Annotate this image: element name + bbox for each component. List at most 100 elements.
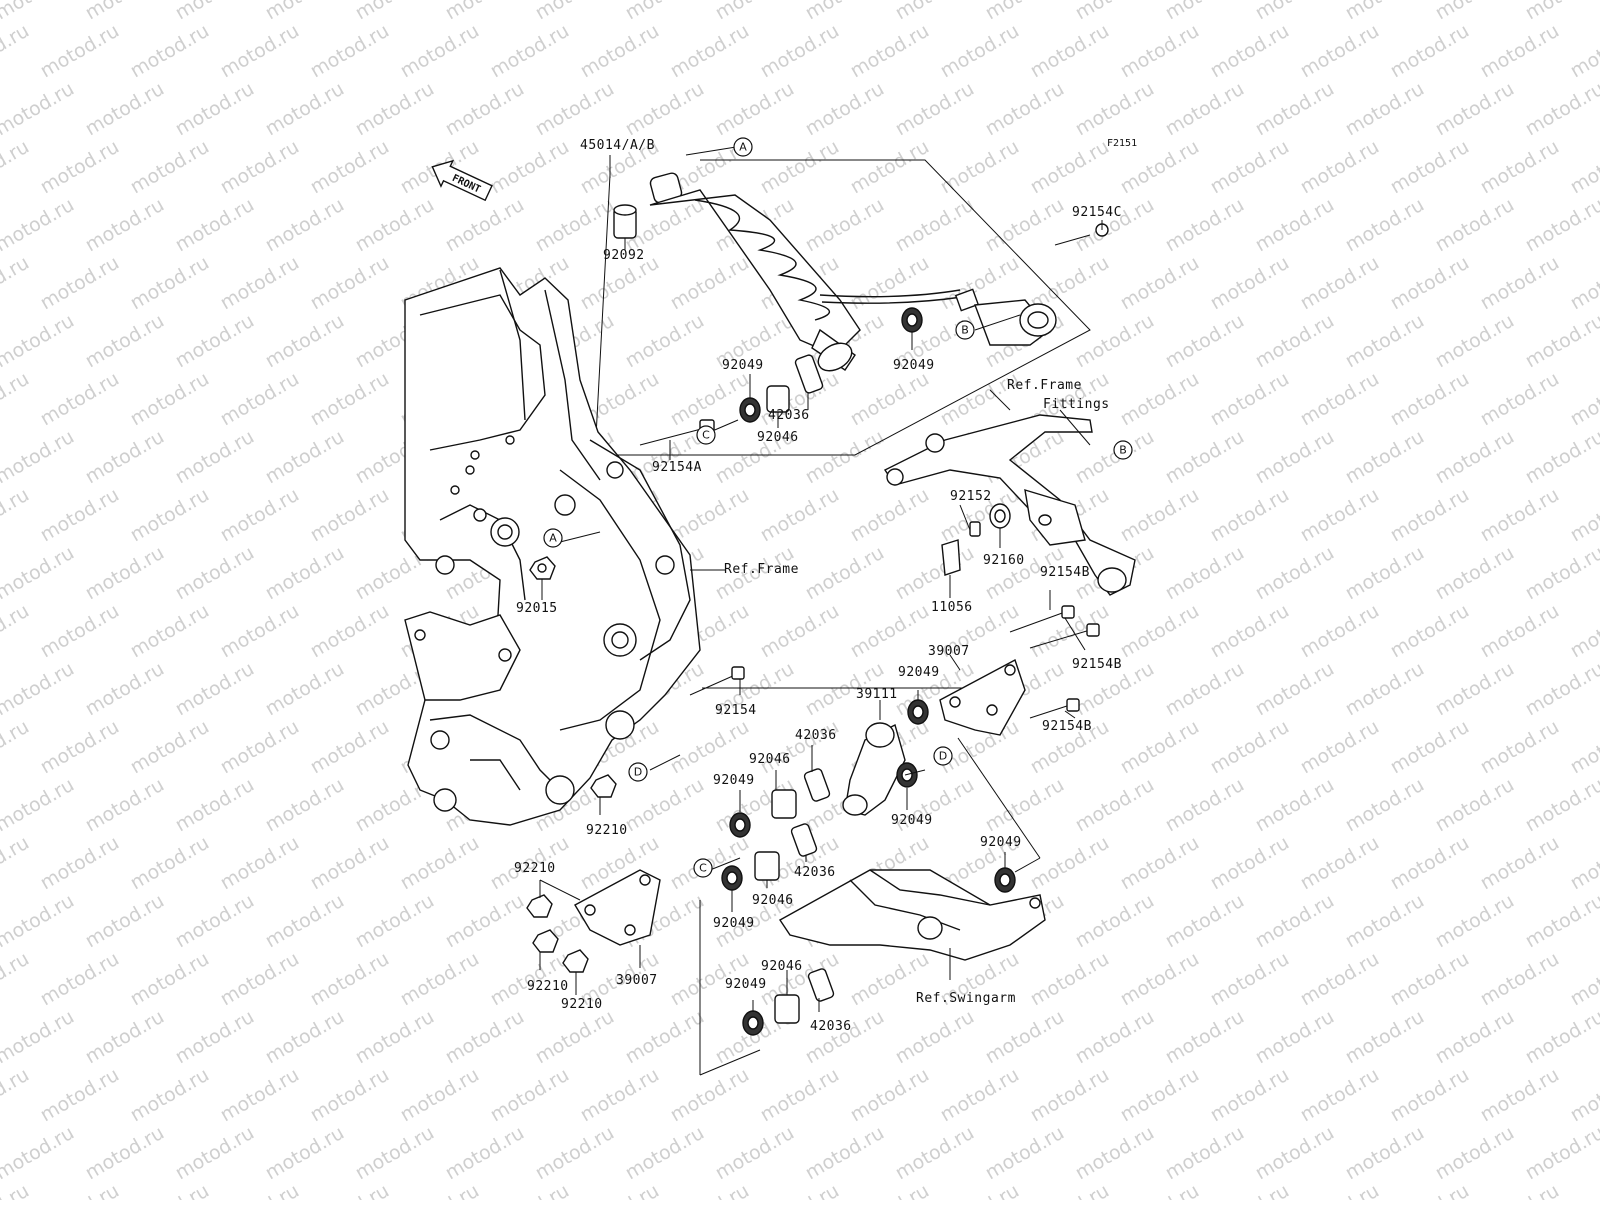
label-92049-bottom: 92049 xyxy=(725,977,767,992)
watermark-text: motod.ru xyxy=(1117,948,1203,1011)
watermark-text: motod.ru xyxy=(667,252,753,315)
watermark-text: motod.ru xyxy=(577,1180,663,1200)
watermark-text: motod.ru xyxy=(487,20,573,83)
watermark-text: motod.ru xyxy=(0,832,33,895)
label-92049-upper-arm: 92049 xyxy=(898,665,940,680)
watermark-text: motod.ru xyxy=(352,78,438,141)
label-92049-shock-right: 92049 xyxy=(893,358,935,373)
watermark-text: motod.ru xyxy=(1477,368,1563,431)
watermark-text: motod.ru xyxy=(0,1006,78,1069)
watermark-text: motod.ru xyxy=(82,310,168,373)
ref-frame: Ref.Frame xyxy=(724,562,799,577)
watermark-text: motod.ru xyxy=(1207,600,1293,663)
watermark-text: motod.ru xyxy=(217,136,303,199)
watermark-text: motod.ru xyxy=(262,658,348,721)
watermark-text: motod.ru xyxy=(37,136,123,199)
watermark-text: motod.ru xyxy=(0,194,78,257)
watermark-text: motod.ru xyxy=(1117,716,1203,779)
svg-text:C: C xyxy=(702,429,710,442)
watermark-text: motod.ru xyxy=(892,542,978,605)
watermark-text: motod.ru xyxy=(1477,252,1563,315)
watermark-text: motod.ru xyxy=(802,0,888,24)
watermark-text: motod.ru xyxy=(307,600,393,663)
watermark-text: motod.ru xyxy=(712,78,798,141)
label-42036-bottom: 42036 xyxy=(810,1019,852,1034)
watermark-text: motod.ru xyxy=(487,1180,573,1200)
watermark-text: motod.ru xyxy=(1252,0,1338,24)
watermark-text: motod.ru xyxy=(172,658,258,721)
watermark-text: motod.ru xyxy=(937,1180,1023,1200)
watermark-text: motod.ru xyxy=(1387,484,1473,547)
watermark-text: motod.ru xyxy=(1342,194,1428,257)
watermark-text: motod.ru xyxy=(1567,484,1600,547)
watermark-text: motod.ru xyxy=(37,716,123,779)
label-92092-top: 92092 xyxy=(603,248,645,263)
watermark-text: motod.ru xyxy=(1162,542,1248,605)
watermark-text: motod.ru xyxy=(1387,136,1473,199)
watermark-text: motod.ru xyxy=(1252,890,1338,953)
watermark-text: motod.ru xyxy=(1252,1006,1338,1069)
label-42036-shock: 42036 xyxy=(768,408,810,423)
figure-code: F2151 xyxy=(1107,138,1137,149)
watermark-text: motod.ru xyxy=(217,252,303,315)
watermark-text: motod.ru xyxy=(622,1122,708,1185)
watermark-text: motod.ru xyxy=(262,426,348,489)
watermark-text: motod.ru xyxy=(1567,20,1600,83)
watermark-text: motod.ru xyxy=(757,1064,843,1127)
watermark-text: motod.ru xyxy=(1297,716,1383,779)
watermark-text: motod.ru xyxy=(1252,78,1338,141)
watermark-text: motod.ru xyxy=(0,600,33,663)
label-92049-mid-right: 92049 xyxy=(891,813,933,828)
watermark-text: motod.ru xyxy=(1522,0,1600,24)
watermark-text: motod.ru xyxy=(442,78,528,141)
watermark-text: motod.ru xyxy=(1342,1122,1428,1185)
watermark-text: motod.ru xyxy=(532,1122,618,1185)
watermark-text: motod.ru xyxy=(217,484,303,547)
watermark-text: motod.ru xyxy=(1387,832,1473,895)
watermark-text: motod.ru xyxy=(1477,484,1563,547)
watermark-text: motod.ru xyxy=(1027,1180,1113,1200)
label-92154b-top: 92154B xyxy=(1040,565,1090,580)
watermark-text: motod.ru xyxy=(1522,426,1600,489)
watermark-text: motod.ru xyxy=(802,1122,888,1185)
watermark-text: motod.ru xyxy=(847,1064,933,1127)
watermark-text: motod.ru xyxy=(1522,658,1600,721)
watermark-text: motod.ru xyxy=(1072,1006,1158,1069)
watermark-text: motod.ru xyxy=(1432,78,1518,141)
watermark-text: motod.ru xyxy=(0,0,78,24)
watermark-text: motod.ru xyxy=(712,1122,798,1185)
watermark-text: motod.ru xyxy=(667,484,753,547)
watermark-text: motod.ru xyxy=(802,194,888,257)
watermark-text: motod.ru xyxy=(1342,310,1428,373)
watermark-text: motod.ru xyxy=(487,1064,573,1127)
watermark-text: motod.ru xyxy=(1432,1122,1518,1185)
watermark-text: motod.ru xyxy=(1117,1180,1203,1200)
watermark-text: motod.ru xyxy=(1432,774,1518,837)
watermark-text: motod.ru xyxy=(757,484,843,547)
watermark-text: motod.ru xyxy=(487,136,573,199)
watermark-text: motod.ru xyxy=(1387,600,1473,663)
label-92154b-mid: 92154B xyxy=(1072,657,1122,672)
watermark-text: motod.ru xyxy=(892,1006,978,1069)
watermark-text: motod.ru xyxy=(1252,426,1338,489)
watermark-text: motod.ru xyxy=(1297,136,1383,199)
watermark-text: motod.ru xyxy=(0,774,78,837)
watermark-text: motod.ru xyxy=(82,194,168,257)
watermark-text: motod.ru xyxy=(0,252,33,315)
watermark-text: motod.ru xyxy=(82,78,168,141)
watermark-text: motod.ru xyxy=(1252,310,1338,373)
watermark-text: motod.ru xyxy=(937,1064,1023,1127)
watermark-text: motod.ru xyxy=(1297,484,1383,547)
watermark-text: motod.ru xyxy=(0,20,33,83)
ref-swingarm: Ref.Swingarm xyxy=(916,991,1016,1006)
watermark-text: motod.ru xyxy=(0,1122,78,1185)
watermark-text: motod.ru xyxy=(1207,252,1293,315)
watermark-text: motod.ru xyxy=(1522,774,1600,837)
watermark-text: motod.ru xyxy=(1387,948,1473,1011)
watermark-text: motod.ru xyxy=(892,194,978,257)
watermark-text: motod.ru xyxy=(397,1064,483,1127)
svg-text:A: A xyxy=(739,141,747,154)
watermark-text: motod.ru xyxy=(892,0,978,24)
